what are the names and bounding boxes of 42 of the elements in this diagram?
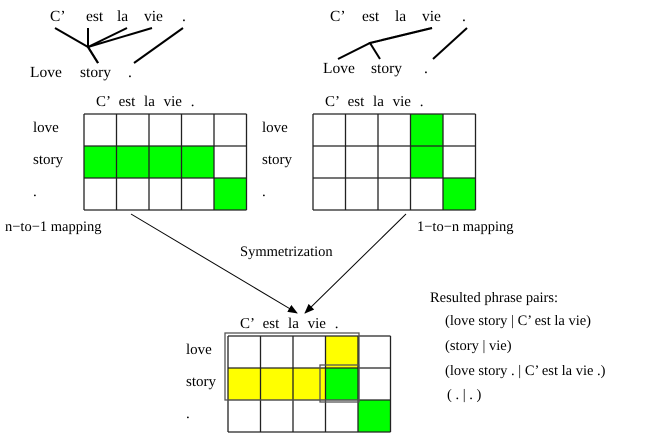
word: est [86,8,104,26]
column-header: C’ est la vie . [325,93,424,111]
word: story [80,64,111,82]
word: . [128,64,132,82]
arrow [304,214,406,314]
heading: Resulted phrase pairs: [430,289,558,307]
phrase-pair: ( . | . ) [447,386,482,404]
row-label: love [33,119,59,137]
word: . [182,8,186,26]
caption: 1−to−n mapping [417,218,514,236]
column-header: C’ est la vie . [240,315,338,333]
row-label: love [186,341,212,359]
row-label: love [262,119,288,137]
row-label: story [33,151,63,169]
row-label: . [262,183,266,201]
alignment-line [432,27,468,60]
arrow-label: Symmetrization [240,243,333,261]
word: C’ [330,8,346,26]
word: vie [422,8,441,26]
word: la [395,8,406,26]
phrase-pair: (love story | C’ est la vie) [445,312,591,330]
word: story [371,60,402,78]
word: . [424,60,428,78]
phrase-pair: (love story . | C’ est la vie .) [445,362,606,380]
word: la [117,8,128,26]
row-label: . [33,183,37,201]
row-label: story [262,151,292,169]
word: . [462,8,466,26]
column-header: C’ est la vie . [96,93,194,111]
word: vie [144,8,163,26]
caption: n−to−1 mapping [5,218,102,236]
row-label: story [186,373,216,391]
word: Love [323,60,355,78]
arrow [130,214,298,314]
word: est [362,8,380,26]
phrase-pair: (story | vie) [445,337,512,355]
word: Love [30,64,62,82]
alignment-line [133,27,184,64]
row-label: . [186,405,190,423]
alignment-line [368,27,432,60]
word: C’ [50,8,66,26]
alignment-line [86,27,152,64]
